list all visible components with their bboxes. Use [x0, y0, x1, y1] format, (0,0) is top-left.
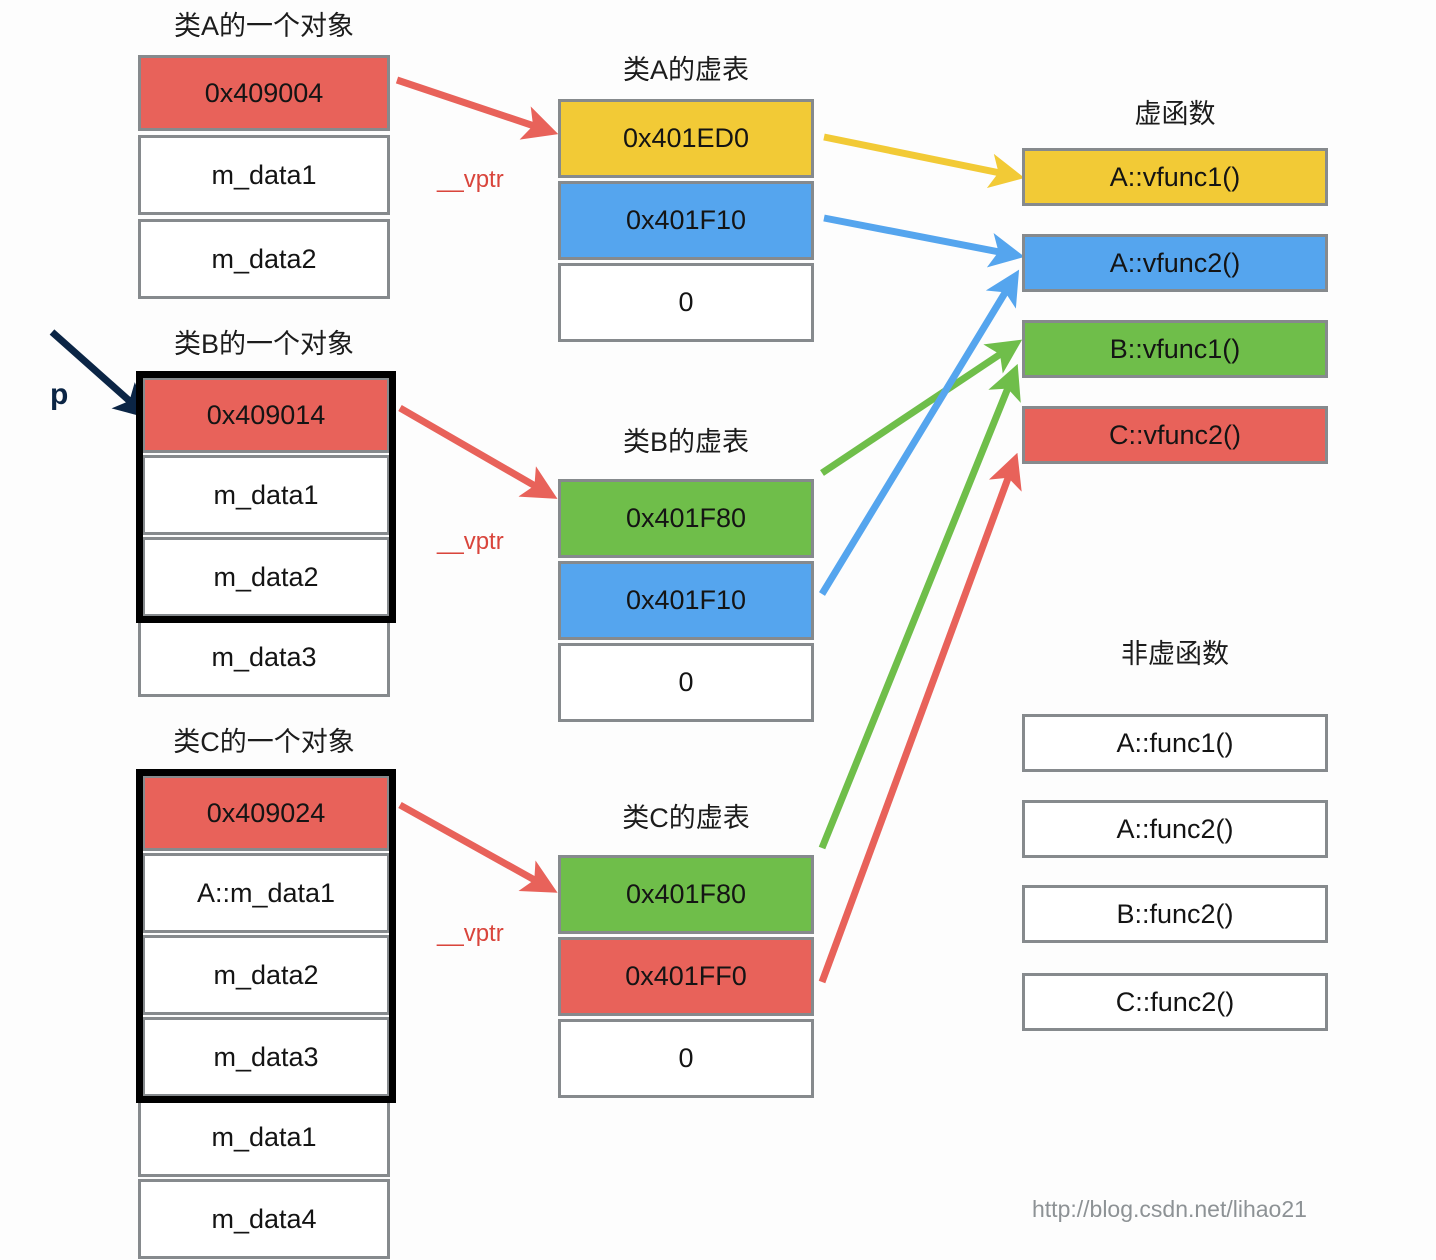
- caption-vtable-b: 类B的虚表: [622, 427, 749, 457]
- arrow-a-vtable-1-to-a-vfunc2: [823, 214, 1025, 268]
- vtable-a-entry-2: 0: [558, 263, 814, 342]
- arrow-c-vtable-0-to-b-vfunc1: [818, 363, 1021, 850]
- vtable-b-entry-0: 0x401F80: [558, 479, 814, 558]
- object-b-cell-m-data2: m_data2: [142, 537, 390, 617]
- vtable-b-entry-2: 0: [558, 643, 814, 722]
- object-c-cell-vptr: 0x409024: [142, 775, 390, 851]
- object-c-cell-m-data2: m_data2: [142, 935, 390, 1015]
- arrow-b-vtable-0-to-b-vfunc1: [820, 339, 1023, 476]
- non-virtual-function-c-func2: C::func2(): [1022, 973, 1328, 1031]
- watermark-url: http://blog.csdn.net/lihao21: [1032, 1196, 1307, 1222]
- non-virtual-function-a-func2: A::func2(): [1022, 800, 1328, 858]
- object-c-cell-m-data1: m_data1: [138, 1097, 390, 1177]
- pointer-p-label: p: [50, 378, 69, 411]
- caption-vtable-c: 类C的虚表: [622, 803, 750, 833]
- object-c-cell-m-data3: m_data3: [142, 1017, 390, 1097]
- arrow-b-vtable-1-to-a-vfunc2: [819, 269, 1020, 596]
- virtual-function-c-vfunc2: C::vfunc2(): [1022, 406, 1328, 464]
- vptr-label-b: __vptr: [437, 528, 504, 555]
- arrow-a-vtable-0-to-a-vfunc1: [823, 133, 1025, 189]
- caption-object-a: 类A的一个对象: [173, 11, 354, 41]
- arrow-c-vtable-1-to-c-vfunc2: [818, 452, 1022, 984]
- object-a-cell-m-data2: m_data2: [138, 219, 390, 299]
- object-a-cell-m-data1: m_data1: [138, 135, 390, 215]
- caption-object-c: 类C的一个对象: [173, 727, 355, 757]
- vtable-a-entry-0: 0x401ED0: [558, 99, 814, 178]
- object-b-cell-vptr: 0x409014: [142, 377, 390, 453]
- virtual-function-a-vfunc2: A::vfunc2(): [1022, 234, 1328, 292]
- caption-vtable-a: 类A的虚表: [622, 55, 749, 85]
- vtable-c-entry-2: 0: [558, 1019, 814, 1098]
- vtable-b-entry-1: 0x401F10: [558, 561, 814, 640]
- vtable-c-entry-1: 0x401FF0: [558, 937, 814, 1016]
- caption-virtual-functions: 虚函数: [1134, 99, 1216, 129]
- arrow-c-object-to-c-vtable: [398, 801, 558, 893]
- vptr-label-c: __vptr: [437, 920, 504, 947]
- vtable-a-entry-1: 0x401F10: [558, 181, 814, 260]
- object-b-cell-m-data3: m_data3: [138, 617, 390, 697]
- arrow-b-object-to-b-vtable: [398, 404, 558, 499]
- vptr-label-a: __vptr: [437, 166, 504, 193]
- non-virtual-function-b-func2: B::func2(): [1022, 885, 1328, 943]
- object-a-cell-vptr: 0x409004: [138, 55, 390, 131]
- virtual-function-b-vfunc1: B::vfunc1(): [1022, 320, 1328, 378]
- object-c-cell-m-data4: m_data4: [138, 1179, 390, 1259]
- virtual-function-a-vfunc1: A::vfunc1(): [1022, 148, 1328, 206]
- non-virtual-function-a-func1: A::func1(): [1022, 714, 1328, 772]
- caption-object-b: 类B的一个对象: [173, 329, 354, 359]
- object-b-cell-m-data1: m_data1: [142, 455, 390, 535]
- vtable-c-entry-0: 0x401F80: [558, 855, 814, 934]
- caption-non-virtual-functions: 非虚函数: [1121, 639, 1229, 669]
- object-c-cell-a-m-data1: A::m_data1: [142, 853, 390, 933]
- arrow-a-object-to-a-vtable: [395, 76, 559, 140]
